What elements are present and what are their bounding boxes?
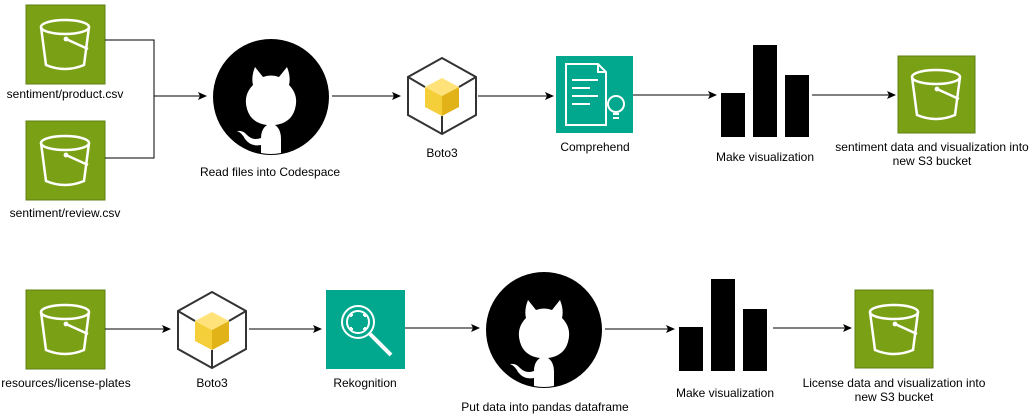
bucket-product-label: sentiment/product.csv bbox=[6, 87, 124, 101]
rekognition-node bbox=[326, 290, 405, 369]
s3-bucket-output bbox=[897, 55, 976, 134]
visualization-chart bbox=[721, 45, 809, 137]
bar-chart-icon bbox=[721, 45, 809, 137]
boto3-node-row2 bbox=[177, 291, 247, 369]
rekognition-label: Rekognition bbox=[333, 376, 397, 390]
github-codespace bbox=[213, 39, 329, 155]
boto3-node bbox=[407, 57, 477, 135]
comprehend-label: Comprehend bbox=[560, 140, 630, 154]
github-codespace-label: Read files into Codespace bbox=[199, 165, 341, 179]
comprehend-icon bbox=[565, 63, 625, 126]
bar-chart-icon bbox=[679, 279, 767, 371]
comprehend-node bbox=[556, 56, 633, 133]
boto3-cube-icon bbox=[177, 291, 247, 369]
s3-bucket-output-row2 bbox=[854, 289, 934, 369]
github-pandas bbox=[486, 272, 602, 388]
bucket-license-plates-label: resources/license-plates bbox=[1, 376, 131, 390]
rekognition-icon bbox=[341, 305, 393, 357]
boto3-label: Boto3 bbox=[426, 146, 458, 160]
boto3-cube-icon bbox=[407, 57, 477, 135]
output-bucket-label: sentiment data and visualization into ne… bbox=[835, 140, 1029, 168]
bucket-review-label: sentiment/review.csv bbox=[9, 206, 121, 220]
edge-buckets-to-github bbox=[105, 39, 207, 159]
github-icon bbox=[486, 272, 602, 388]
boto3-label-row2: Boto3 bbox=[196, 376, 228, 390]
github-pandas-label: Put data into pandas dataframe bbox=[461, 400, 629, 414]
visualization-label: Make visualization bbox=[715, 150, 815, 164]
s3-bucket-review bbox=[25, 120, 106, 201]
visualization-chart-row2 bbox=[679, 279, 767, 371]
visualization-label-row2: Make visualization bbox=[675, 386, 775, 400]
github-icon bbox=[213, 39, 329, 155]
output-bucket-label-row2: License data and visualization into new … bbox=[802, 376, 986, 404]
s3-bucket-product bbox=[25, 4, 106, 85]
s3-bucket-license-plates bbox=[25, 289, 106, 370]
